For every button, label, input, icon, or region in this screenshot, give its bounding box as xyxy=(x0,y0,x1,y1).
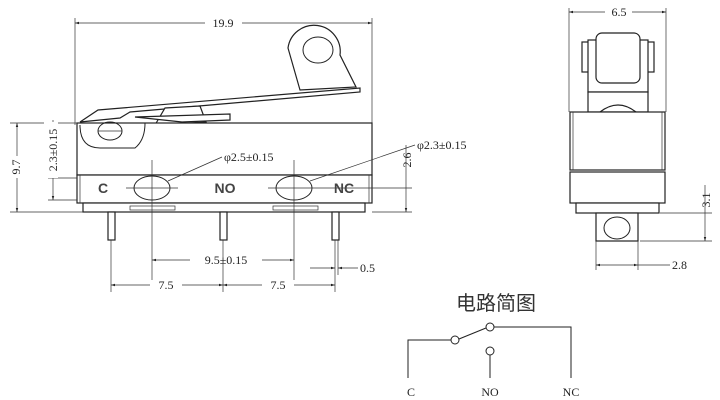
dim-pin-width: 0.5 xyxy=(360,261,375,275)
dim-hole-dia-right: φ2.3±0.15 xyxy=(417,138,467,152)
dim-text: 19.9 xyxy=(213,16,234,30)
label-c: C xyxy=(98,180,108,196)
label-no: NO xyxy=(215,180,236,196)
dim-width: 6.5 xyxy=(612,5,627,19)
pin-nc xyxy=(331,211,340,241)
svg-text:2.6: 2.6 xyxy=(400,153,414,168)
circuit-label-no: NO xyxy=(481,385,499,399)
dim-hole-offset: 2.3±0.15 xyxy=(44,120,77,201)
circuit-title: 电路简图 xyxy=(456,291,536,315)
pin-c xyxy=(107,211,116,241)
dim-hole-pitch: 9.5±0.15 xyxy=(205,253,248,267)
side-terminal-tab xyxy=(595,212,639,242)
dim-tab-height: 3.1 xyxy=(699,193,713,208)
svg-text:2.3±0.15: 2.3±0.15 xyxy=(46,129,60,172)
pin-no xyxy=(219,211,228,241)
dim-pin-pitch-left: 7.5 xyxy=(159,278,174,292)
circuit-label-nc: NC xyxy=(563,385,580,399)
dim-pin-pitch-right: 7.5 xyxy=(271,278,286,292)
front-view: 19.9 C NO NC xyxy=(8,16,467,292)
circuit-label-c: C xyxy=(407,385,415,399)
dim-height: 9.7 xyxy=(8,122,83,213)
circuit-diagram: 电路简图 C NO NC xyxy=(407,291,579,399)
dim-hole-dia-left: φ2.5±0.15 xyxy=(224,150,274,164)
side-view: 6.5 3.1 2.8 xyxy=(568,5,713,272)
dim-overall-length: 19.9 xyxy=(74,16,373,130)
label-nc: NC xyxy=(334,180,354,196)
lever-roller xyxy=(79,24,361,126)
svg-text:9.7: 9.7 xyxy=(9,160,23,175)
dim-tab-width: 2.8 xyxy=(672,258,687,272)
terminal-band xyxy=(76,174,373,204)
dim-band-height: 2.6 xyxy=(372,145,414,213)
